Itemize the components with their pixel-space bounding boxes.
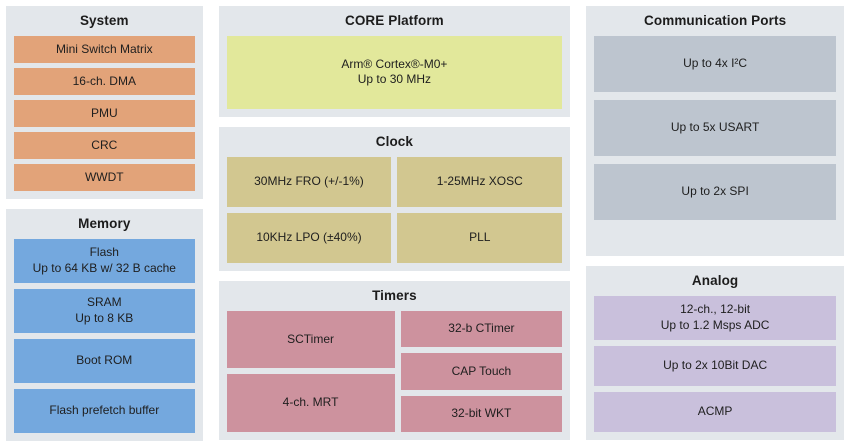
block-crc[interactable]: CRC (14, 131, 195, 159)
block-boot-rom[interactable]: Boot ROM (14, 338, 195, 383)
panel-title-communication-ports: Communication Ports (644, 13, 787, 28)
panel-title-analog: Analog (691, 273, 739, 289)
block-pmu[interactable]: PMU (14, 99, 195, 127)
panel-title-core-platform: CORE Platform (344, 13, 444, 28)
panel-title-memory: Memory (78, 215, 131, 231)
panel-clock: Clock 30MHz FRO (+/-1%) 1-25MHz XOSC 10K… (218, 126, 571, 271)
core-block-list: Arm® Cortex®-M0+ Up to 30 MHz (226, 35, 563, 109)
middle-column: CORE Platform Arm® Cortex®-M0+ Up to 30 … (218, 6, 571, 440)
block-mrt[interactable]: 4-ch. MRT (226, 374, 395, 432)
block-acmp[interactable]: ACMP (594, 392, 836, 432)
block-wwdt[interactable]: WWDT (14, 163, 195, 191)
block-i2c[interactable]: Up to 4x I²C (594, 35, 836, 92)
analog-block-list: 12-ch., 12-bit Up to 1.2 Msps ADC Up to … (594, 296, 836, 432)
panel-communication-ports: Communication Ports Up to 4x I²C Up to 5… (586, 6, 844, 257)
panel-memory: Memory Flash Up to 64 KB w/ 32 B cache S… (6, 208, 203, 441)
block-arm-cortex-m0plus[interactable]: Arm® Cortex®-M0+ Up to 30 MHz (226, 35, 563, 109)
panel-system: System Mini Switch Matrix 16-ch. DMA PMU… (6, 6, 203, 199)
block-dac[interactable]: Up to 2x 10Bit DAC (594, 346, 836, 386)
right-column: Communication Ports Up to 4x I²C Up to 5… (586, 6, 844, 440)
panel-analog: Analog 12-ch., 12-bit Up to 1.2 Msps ADC… (586, 266, 844, 440)
block-usart[interactable]: Up to 5x USART (594, 99, 836, 156)
block-flash[interactable]: Flash Up to 64 KB w/ 32 B cache (14, 238, 195, 283)
panel-title-timers: Timers (372, 287, 417, 303)
block-wkt[interactable]: 32-bit WKT (400, 395, 563, 432)
timers-right-column: 32-b CTimer CAP Touch 32-bit WKT (400, 310, 563, 432)
communication-ports-block-list: Up to 4x I²C Up to 5x USART Up to 2x SPI (594, 35, 836, 220)
block-xosc[interactable]: 1-25MHz XOSC (397, 156, 563, 207)
panel-title-system: System (79, 13, 129, 28)
left-column: System Mini Switch Matrix 16-ch. DMA PMU… (6, 6, 203, 441)
block-fro[interactable]: 30MHz FRO (+/-1%) (226, 156, 392, 207)
block-lpo[interactable]: 10KHz LPO (±40%) (226, 212, 392, 263)
block-pll[interactable]: PLL (397, 212, 563, 263)
block-adc[interactable]: 12-ch., 12-bit Up to 1.2 Msps ADC (594, 296, 836, 340)
block-ctimer[interactable]: 32-b CTimer (400, 310, 563, 348)
block-sram[interactable]: SRAM Up to 8 KB (14, 288, 195, 333)
timers-left-column: SCTimer 4-ch. MRT (226, 310, 395, 432)
block-sctimer[interactable]: SCTimer (226, 310, 395, 369)
block-spi[interactable]: Up to 2x SPI (594, 163, 836, 220)
panel-title-clock: Clock (375, 133, 414, 149)
clock-block-grid: 30MHz FRO (+/-1%) 1-25MHz XOSC 10KHz LPO… (226, 156, 563, 263)
block-flash-prefetch-buffer[interactable]: Flash prefetch buffer (14, 388, 195, 433)
panel-core-platform: CORE Platform Arm® Cortex®-M0+ Up to 30 … (218, 6, 571, 117)
timers-block-layout: SCTimer 4-ch. MRT 32-b CTimer CAP Touch … (226, 310, 563, 432)
block-cap-touch[interactable]: CAP Touch (400, 353, 563, 390)
block-dma[interactable]: 16-ch. DMA (14, 67, 195, 95)
memory-block-list: Flash Up to 64 KB w/ 32 B cache SRAM Up … (14, 238, 195, 433)
system-block-list: Mini Switch Matrix 16-ch. DMA PMU CRC WW… (14, 35, 195, 191)
block-mini-switch-matrix[interactable]: Mini Switch Matrix (14, 35, 195, 63)
panel-timers: Timers SCTimer 4-ch. MRT 32-b CTimer CAP… (218, 280, 571, 440)
